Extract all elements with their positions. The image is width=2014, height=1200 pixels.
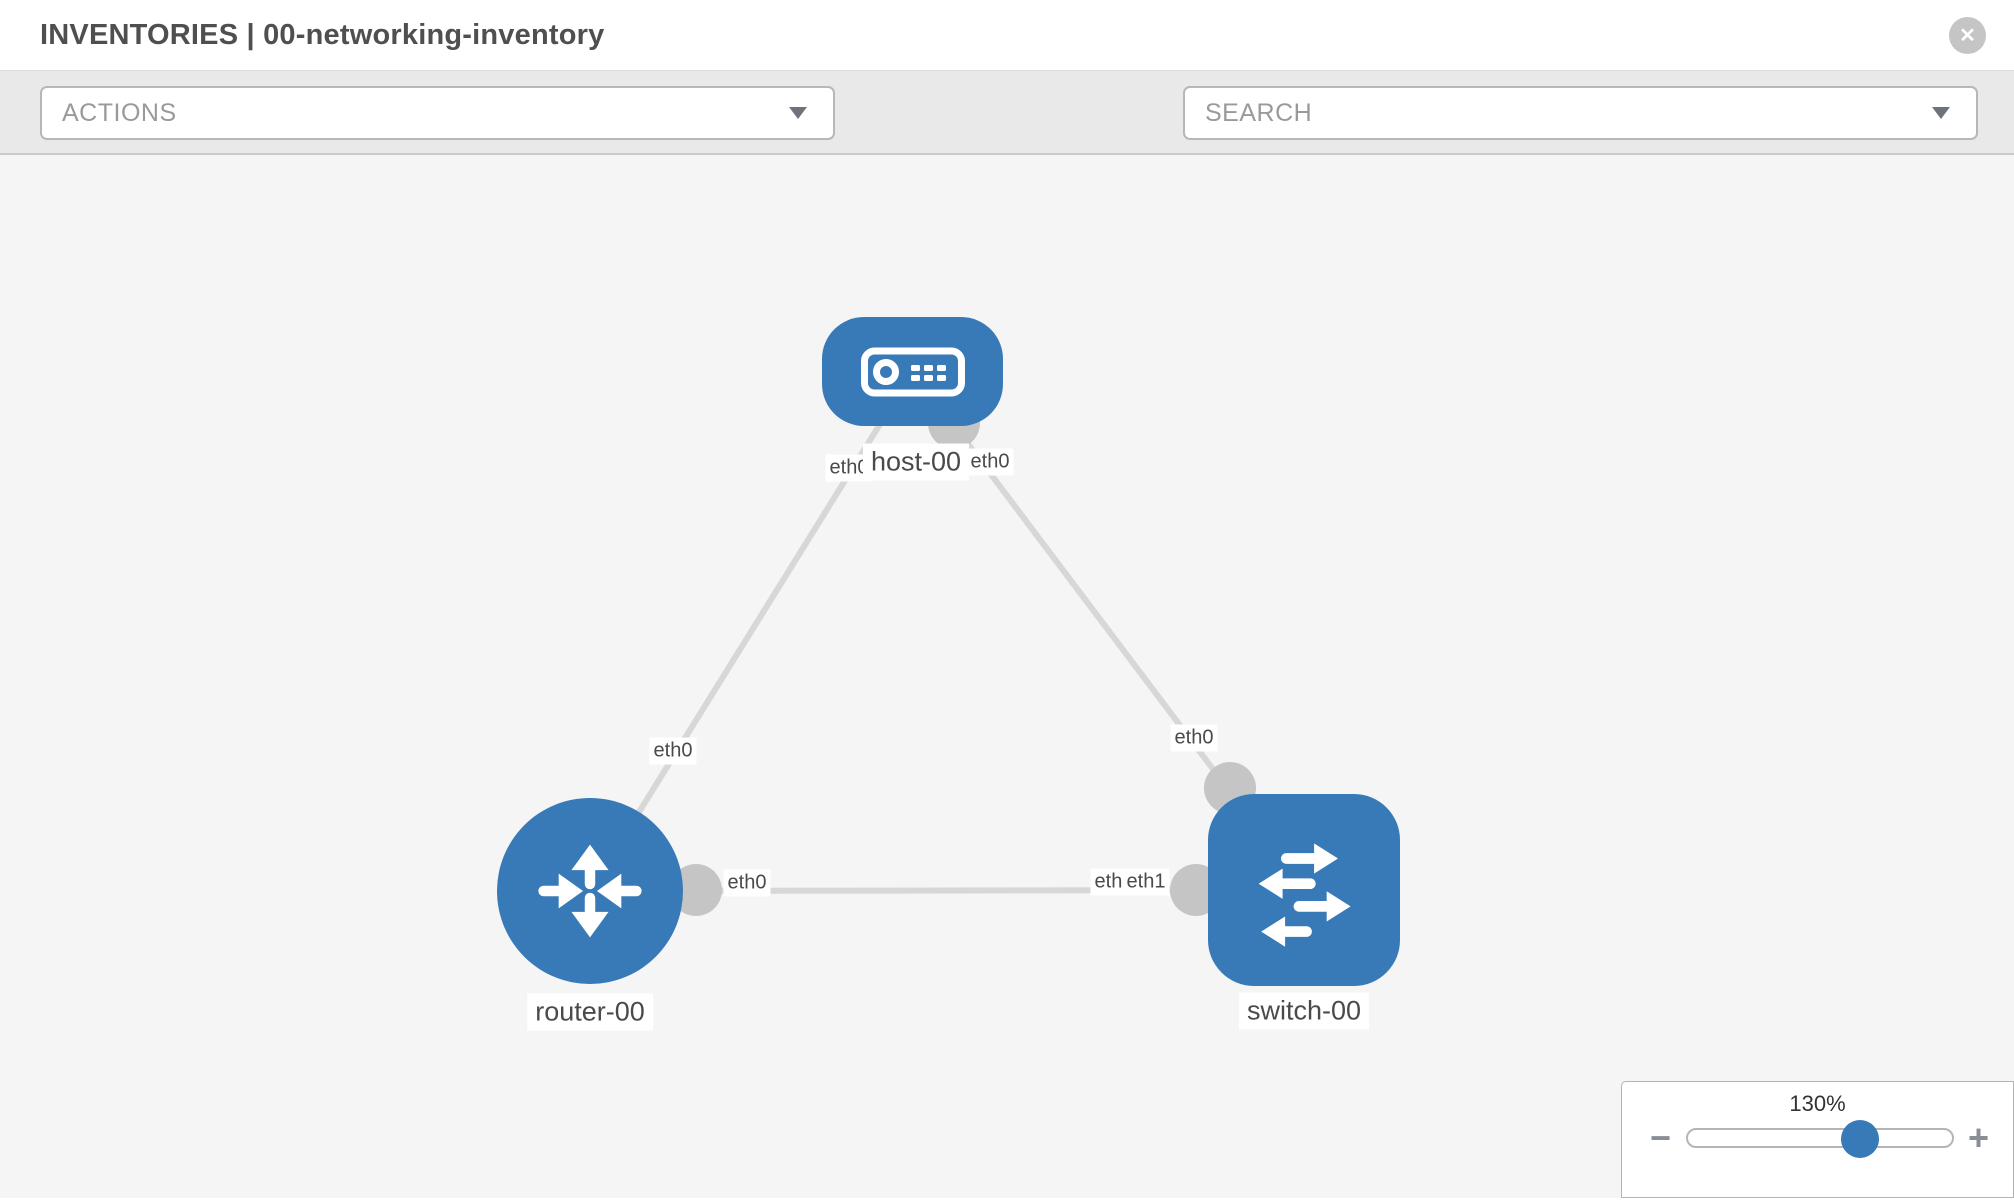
toolbar: ACTIONS SEARCH [0, 71, 2014, 203]
topology-wires [587, 369, 1307, 916]
chevron-down-icon [789, 107, 807, 119]
node-label-switch: switch-00 [1238, 992, 1370, 1030]
node-switch-00[interactable] [1208, 794, 1400, 986]
router-icon [538, 844, 642, 938]
iface-label-host-switch-host-end: eth0 [966, 448, 1014, 476]
port-router-eth0-circle [670, 864, 722, 916]
iface-label-router-switch-switch-end: eth1 [1122, 868, 1170, 896]
close-icon[interactable]: ✕ [1949, 17, 1986, 54]
node-host-00[interactable] [822, 317, 1003, 426]
iface-label-host-router-router-end: eth0 [649, 737, 697, 765]
chevron-down-icon [1932, 107, 1950, 119]
topology-canvas[interactable]: host-00 router-00 switch-00 eth0 eth0 et… [0, 155, 2014, 1198]
zoom-percent-value: 130% [1789, 1091, 1846, 1116]
host-icon [860, 347, 965, 396]
zoom-slider[interactable] [1685, 1120, 1954, 1158]
actions-dropdown-label: ACTIONS [62, 98, 177, 127]
iface-label-router-switch-router-end: eth0 [723, 869, 771, 897]
search-placeholder: SEARCH [1205, 98, 1313, 127]
node-label-router: router-00 [527, 993, 653, 1031]
iface-label-host-switch-switch-end: eth0 [1170, 724, 1218, 752]
switch-icon [1258, 843, 1351, 947]
actions-dropdown[interactable]: ACTIONS [40, 86, 835, 140]
zoom-in-button[interactable]: + [1967, 1117, 1989, 1158]
zoom-out-button[interactable]: − [1650, 1117, 1672, 1158]
page-title: INVENTORIES | 00-networking-inventory [40, 19, 605, 51]
zoom-control-panel: 130% − + [1621, 1081, 2014, 1198]
node-label-host: host-00 [862, 443, 970, 481]
search-dropdown[interactable]: SEARCH [1183, 86, 1978, 140]
zoom-slider-thumb[interactable] [1840, 1120, 1879, 1158]
titlebar: INVENTORIES | 00-networking-inventory ✕ [0, 0, 2014, 71]
node-router-00[interactable] [497, 798, 683, 984]
